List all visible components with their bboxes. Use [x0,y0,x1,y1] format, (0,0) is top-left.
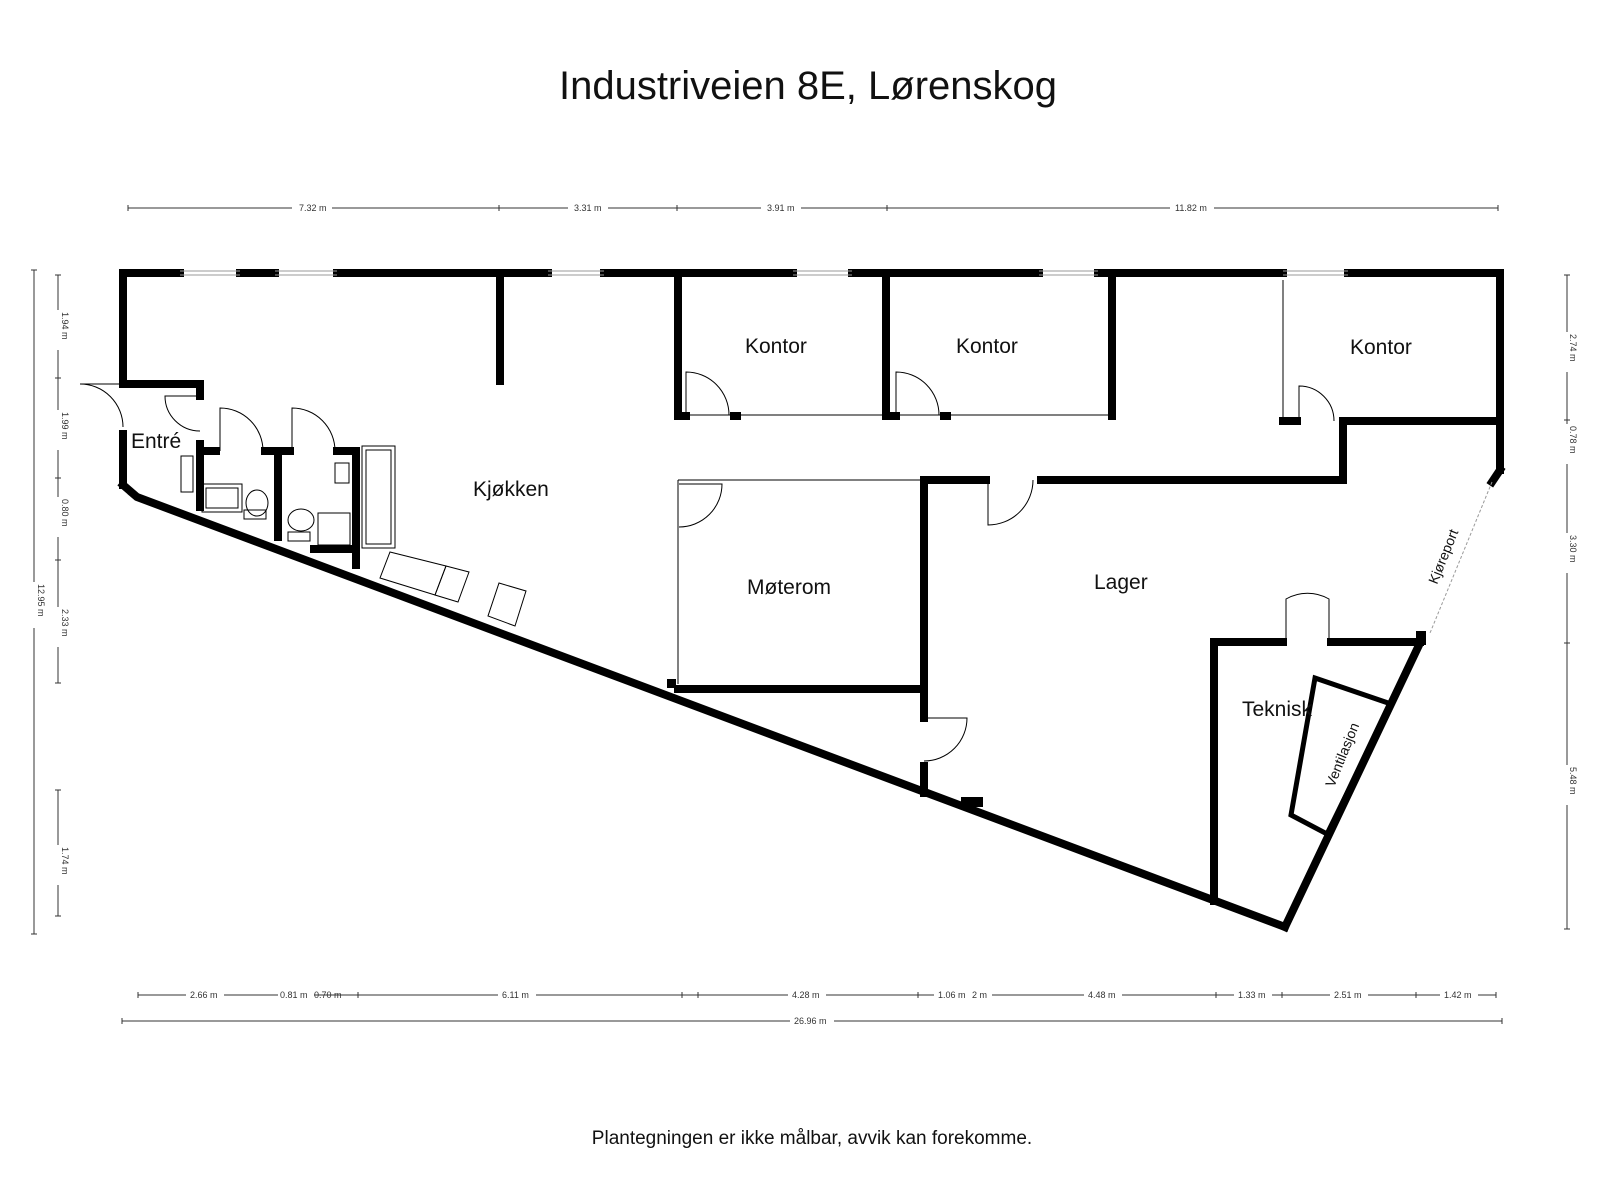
room-kjokken: Kjøkken [473,478,549,501]
dim-right-3: 3.30 m [1568,535,1578,563]
label-kjoreport: Kjøreport [1425,527,1461,586]
dim-bottom-9: 1.33 m [1238,990,1266,1000]
dim-bottom-11: 1.42 m [1444,990,1472,1000]
outer-walls [117,269,1506,933]
doors [79,371,1335,762]
dimensions-left: 1.94 m 1.99 m 0.80 m 2.33 m 1.74 m 12.95… [28,269,70,935]
dim-bottom-1: 2.66 m [190,990,218,1000]
room-kontor-2: Kontor [956,335,1018,358]
room-kontor-3: Kontor [1350,336,1412,359]
room-teknisk: Teknisk [1242,698,1313,721]
dim-bottom-7: 2 m [972,990,987,1000]
dim-top-3: 3.91 m [767,203,795,213]
room-lager: Lager [1094,571,1148,594]
dim-left-1: 1.94 m [60,312,70,340]
dimensions-right: 2.74 m 0.78 m 3.30 m 5.48 m [1561,274,1578,930]
dim-left-4: 2.33 m [60,609,70,637]
dimensions-top: 7.32 m 3.31 m 3.91 m 11.82 m [127,202,1499,214]
dim-bottom-4: 6.11 m [502,990,529,1000]
dim-bottom-6: 1.06 m [938,990,966,1000]
dim-left-3: 0.80 m [60,499,70,527]
room-moterom: Møterom [747,576,831,599]
dim-top-1: 7.32 m [299,203,327,213]
disclaimer-footer: Plantegningen er ikke målbar, avvik kan … [591,1128,1033,1149]
dim-right-1: 2.74 m [1568,334,1578,362]
room-labels: Entré Kjøkken Kontor Kontor Kontor Møter… [131,335,1461,789]
dim-right-2: 0.78 m [1568,426,1578,454]
interior-walls [119,269,1504,905]
dimensions-bottom: 2.66 m 0.81 m 0.70 m 6.11 m 4.28 m 1.06 … [121,989,1503,1027]
dim-left-2: 1.99 m [60,412,70,440]
page-title: Industriveien 8E, Lørenskog [558,64,1058,108]
dim-top-4: 11.82 m [1175,203,1207,213]
dim-bottom-total: 26.96 m [794,1016,827,1026]
room-kontor-1: Kontor [745,335,807,358]
dim-bottom-2: 0.81 m [280,990,308,1000]
dim-bottom-10: 2.51 m [1334,990,1362,1000]
dim-left-total: 12.95 m [36,584,46,617]
room-entre: Entré [131,430,181,453]
fixtures [180,445,1395,838]
dim-bottom-5: 4.28 m [792,990,820,1000]
dim-bottom-8: 4.48 m [1088,990,1116,1000]
dim-bottom-3: 0.70 m [314,990,342,1000]
dim-left-5: 1.74 m [60,847,70,875]
dim-right-4: 5.48 m [1568,767,1578,795]
dim-top-2: 3.31 m [574,203,602,213]
